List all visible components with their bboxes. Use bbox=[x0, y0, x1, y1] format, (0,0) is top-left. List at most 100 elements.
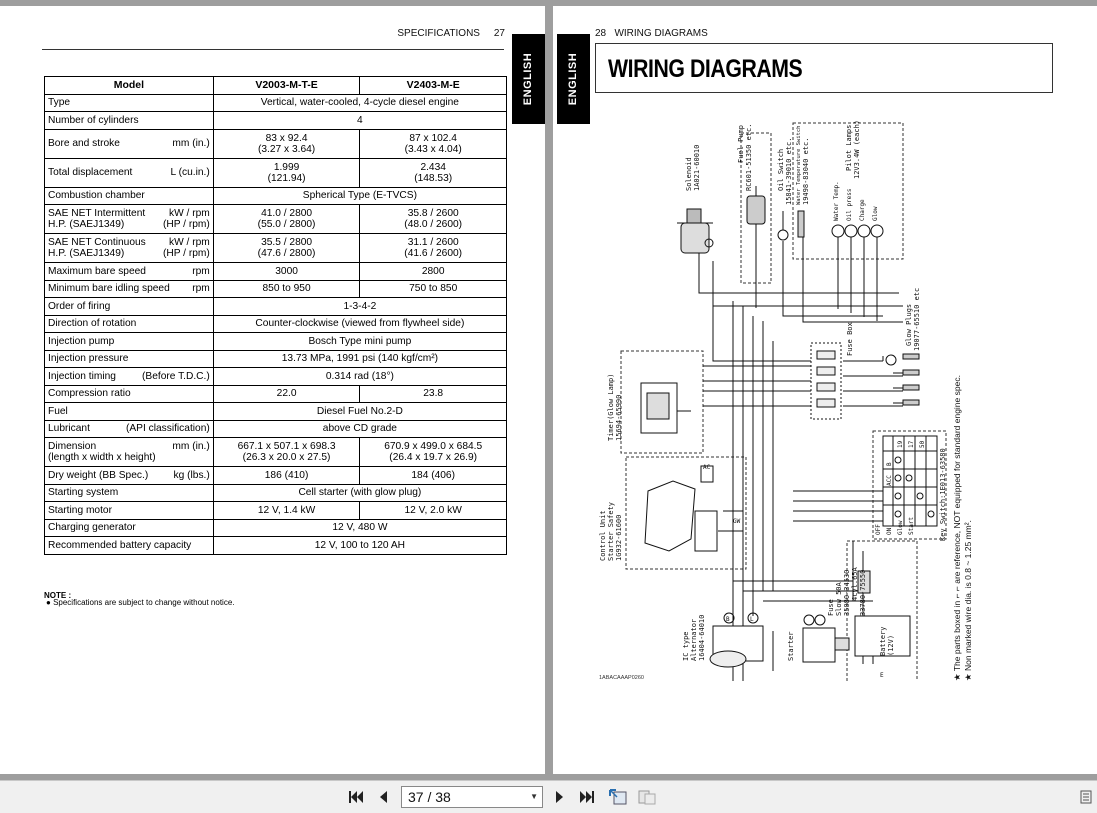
spec-value-line-2: (47.6 / 2800) bbox=[257, 248, 316, 259]
next-page-button[interactable] bbox=[548, 786, 570, 808]
table-row: Injection pressure 13.73 MPa, 1991 psi (1… bbox=[44, 349, 508, 368]
first-page-button[interactable] bbox=[345, 786, 367, 808]
spec-value-line-2: (3.43 x 4.04) bbox=[404, 143, 462, 155]
spec-value-merged: 13.73 MPa, 1991 psi (140 kgf/cm²) bbox=[212, 349, 508, 368]
spec-value-line-2: (26.4 x 19.7 x 26.9) bbox=[389, 452, 478, 463]
key-switch-box bbox=[872, 430, 947, 540]
spec-value-line-2: (55.0 / 2800) bbox=[257, 219, 316, 230]
language-tab-right: ENGLISH bbox=[557, 34, 590, 124]
spec-item-unit: rpm bbox=[192, 283, 210, 295]
label-water-temp-pn: 19498-83040 etc. bbox=[802, 138, 810, 205]
page-right: ENGLISH 28 WIRING DIAGRAMS WIRING DIAGRA… bbox=[553, 6, 1097, 774]
spec-item-cell: Combustion chamber bbox=[44, 186, 214, 205]
table-row: Lubricant(API classification)above CD gr… bbox=[44, 419, 508, 438]
spec-value-line-1: 35.5 / 2800 bbox=[261, 237, 313, 248]
spec-value-merged: Bosch Type mini pump bbox=[212, 332, 508, 351]
label-battery-spec: (12V) bbox=[887, 635, 895, 656]
spec-value-line-1: 41.0 / 2800 bbox=[261, 208, 313, 219]
label-pilot-lamps: Pilot Lamps bbox=[845, 125, 853, 171]
page-dropdown-icon[interactable]: ▼ bbox=[530, 792, 538, 801]
label-glow-plugs: Glow Plugs bbox=[905, 304, 913, 346]
spec-value-a: 667.1 x 507.1 x 698.3(26.3 x 20.0 x 27.5… bbox=[212, 437, 361, 467]
language-tab-label: ENGLISH bbox=[522, 52, 535, 106]
spec-item-cell: Dry weight (BB Spec.)kg (lbs.) bbox=[44, 466, 214, 485]
spec-item-unit: L (cu.in.) bbox=[170, 167, 210, 178]
spec-value-line-2: (41.6 / 2600) bbox=[404, 248, 463, 259]
label-solenoid-pn: 1A021-60010 bbox=[693, 145, 701, 191]
spec-item-label: Injection pump bbox=[48, 335, 115, 347]
label-oil-switch: Oil Switch bbox=[777, 149, 785, 191]
spec-item-cell: Direction of rotation bbox=[44, 314, 214, 333]
starter-component bbox=[802, 614, 850, 663]
spec-item-label: Injection timing bbox=[48, 370, 116, 382]
label-ks-acc: ACC bbox=[886, 475, 893, 486]
spec-item-label: Charging generator bbox=[48, 522, 136, 534]
label-control-unit: Control Unit bbox=[599, 510, 607, 561]
spec-value-merged: 12 V, 480 W bbox=[212, 518, 508, 537]
fit-page-button[interactable] bbox=[607, 786, 629, 808]
page-left: SPECIFICATIONS 27 ENGLISH Model V2003-M-… bbox=[0, 6, 545, 774]
spec-item-label: Direction of rotation bbox=[48, 318, 137, 330]
diagram-notes: ★ The parts boxed in ⌐ ⌐ are reference, … bbox=[952, 375, 973, 681]
spec-item-unit: kW / rpm bbox=[169, 237, 210, 248]
label-wire-l: L bbox=[750, 616, 754, 623]
key-switch-component bbox=[882, 435, 938, 527]
spec-item-unit: (Before T.D.C.) bbox=[142, 370, 210, 382]
title-box: WIRING DIAGRAMS bbox=[595, 43, 1053, 93]
spec-item-cell: Fuel bbox=[44, 402, 214, 421]
spec-value-line-1: 12 V, 1.4 kW bbox=[257, 504, 316, 516]
label-control-unit-pn: 1G932-61600 bbox=[615, 515, 623, 561]
label-ks-17: 17 bbox=[908, 440, 915, 448]
timer-box bbox=[620, 350, 704, 454]
last-page-button[interactable] bbox=[576, 786, 598, 808]
spec-item-cell: Number of cylinders bbox=[44, 111, 214, 130]
label-fuse-slow-spec: Slow 50A bbox=[835, 581, 843, 616]
control-unit-component bbox=[644, 465, 718, 552]
pilot-lamps bbox=[831, 224, 884, 255]
label-fuse-spec2: 4cyl.65A bbox=[851, 566, 859, 601]
spec-value-line-1: 670.9 x 499.0 x 684.5 bbox=[384, 441, 483, 452]
spec-value-line-2: (48.0 / 2600) bbox=[404, 219, 463, 230]
spec-value-a: 41.0 / 2800(55.0 / 2800) bbox=[212, 204, 361, 234]
menu-button[interactable] bbox=[1075, 786, 1097, 808]
spec-value-line-1: 12 V, 2.0 kW bbox=[404, 504, 462, 516]
spec-item-label: Injection pressure bbox=[48, 353, 129, 365]
spec-value-a: 1.999(121.94) bbox=[212, 157, 361, 188]
spec-item-unit: (API classification) bbox=[125, 423, 210, 435]
label-glow-plugs-pn: 19077-65510 etc bbox=[913, 288, 921, 351]
spec-value-line-1: 1.999 bbox=[273, 161, 300, 173]
thumbnails-button[interactable] bbox=[636, 786, 658, 808]
header-model-a: V2003-M-T-E bbox=[212, 76, 361, 95]
spec-item-label: Starting system bbox=[48, 487, 119, 499]
spec-value-b: 87 x 102.4(3.43 x 4.04) bbox=[359, 128, 507, 159]
solenoid-component bbox=[677, 208, 714, 254]
right-page-header: 28 WIRING DIAGRAMS bbox=[595, 28, 708, 39]
spec-item-label: Lubricant bbox=[48, 423, 90, 435]
previous-page-button[interactable] bbox=[373, 786, 395, 808]
label-fuel-pump: Fuel Pump bbox=[737, 125, 745, 163]
spec-item-cell: Order of firing bbox=[44, 297, 214, 316]
spec-value-line-2: (121.94) bbox=[267, 172, 306, 184]
label-pilot-lamps-spec: 12V3.4W (each) bbox=[853, 120, 861, 179]
left-page-number: 27 bbox=[493, 28, 505, 39]
page-number-field[interactable]: 37 / 38 ▼ bbox=[401, 786, 543, 808]
label-lamp-glow: Glow bbox=[872, 206, 879, 221]
page-number-value: 37 / 38 bbox=[408, 789, 451, 805]
label-solenoid: Solenoid bbox=[685, 157, 693, 191]
spec-item-unit: rpm bbox=[192, 265, 210, 277]
spec-value-line-1: 3000 bbox=[275, 265, 298, 277]
last-page-icon bbox=[580, 791, 594, 803]
language-tab-left: ENGLISH bbox=[512, 34, 545, 124]
wiring-diagram: Solenoid 1A021-60010 Fuel Pump RC601-513… bbox=[599, 120, 973, 681]
note-1: ★ The parts boxed in ⌐ ⌐ are reference, … bbox=[952, 375, 962, 681]
diagram-labels: Solenoid 1A021-60010 Fuel Pump RC601-513… bbox=[599, 120, 947, 679]
spec-value-a: 83 x 92.4(3.27 x 3.64) bbox=[212, 128, 361, 159]
